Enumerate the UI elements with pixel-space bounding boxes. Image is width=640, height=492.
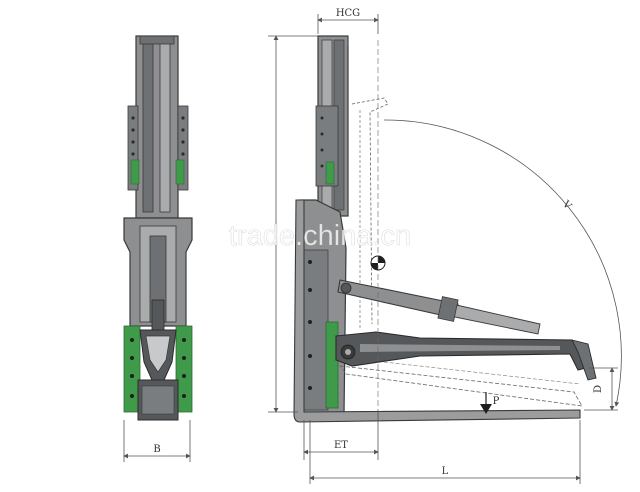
dimension-height (268, 35, 318, 413)
load-arrow-p: P (480, 392, 500, 414)
dimension-label-d: D (593, 385, 604, 393)
dimension-b: B (123, 420, 191, 462)
side-tilted-platform-outline (339, 365, 583, 407)
center-of-gravity-marker (370, 255, 386, 271)
dimension-label-l: L (442, 466, 449, 477)
dimension-label-hcg: HCG (336, 8, 360, 19)
front-side-plate-left (127, 105, 139, 191)
front-pad-upper-right (175, 159, 185, 185)
front-view (123, 35, 193, 421)
dimension-l: L (309, 420, 581, 484)
side-raised-platform-outline (351, 97, 389, 325)
front-pad-lower-right (175, 325, 193, 413)
dimension-hcg: HCG (317, 8, 379, 34)
dimension-label-b: B (153, 444, 160, 455)
side-pad-upper (325, 161, 335, 185)
dimension-et: ET (303, 410, 379, 460)
dimension-label-v: V (559, 198, 573, 212)
front-pad-upper-left (130, 159, 140, 185)
dimension-d: D (584, 367, 618, 411)
side-pad-lower (325, 321, 339, 409)
dimension-label-et: ET (334, 440, 348, 451)
front-upper-mast (135, 35, 179, 219)
front-pad-lower-left (123, 325, 141, 413)
watermark-text: trade.china.cn (229, 220, 411, 252)
side-clamp-platform (335, 331, 587, 371)
dimension-label-p: P (493, 396, 500, 407)
front-side-plate-right (177, 105, 189, 191)
side-view (293, 35, 597, 423)
